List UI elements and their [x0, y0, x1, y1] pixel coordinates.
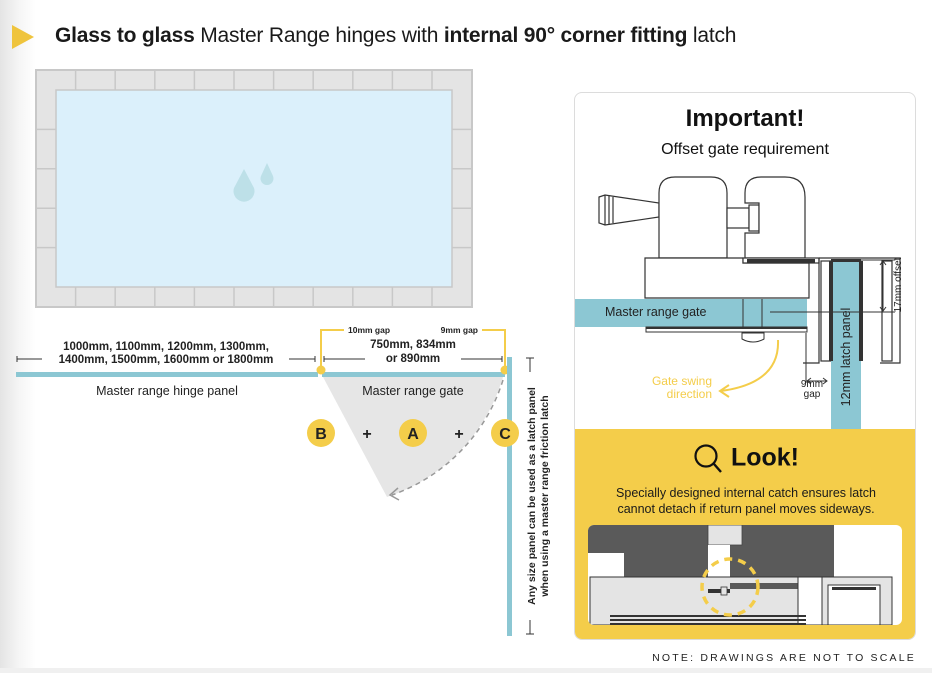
look-description: Specially designed internal catch ensure…	[585, 485, 907, 517]
look-description-line1: Specially designed internal catch ensure…	[616, 486, 876, 500]
gate-swing-arc	[391, 379, 504, 496]
gate-label: Master range gate	[362, 384, 463, 398]
look-panel: Look! Specially designed internal catch …	[575, 429, 915, 639]
latch-panel	[507, 357, 512, 636]
gap-dimension	[805, 333, 828, 385]
plus-sign: +	[454, 426, 463, 443]
swing-label-line2: direction	[667, 387, 712, 401]
latch-note-line2: when using a master range friction latch	[539, 395, 551, 597]
gap-label-line1: 9mm	[801, 379, 823, 390]
tile-grid	[36, 70, 472, 307]
gap-markers	[320, 329, 506, 369]
hinge-handle	[598, 194, 660, 226]
gate-sizes-line2: or 890mm	[386, 353, 440, 365]
latch-panel-dimension	[526, 357, 534, 635]
gate-panel	[322, 372, 505, 377]
title-regular-part-1: Master Range hinges with	[194, 24, 444, 47]
offset-label: 17mm offset	[893, 257, 904, 312]
look-title: Look!	[575, 443, 915, 475]
play-arrow-icon	[12, 25, 34, 49]
badge-b: B	[307, 419, 335, 447]
gasket	[747, 259, 815, 263]
bottom-clamp-bar	[646, 327, 807, 329]
latch-gasket-top	[831, 259, 861, 262]
gate-glass-label: Master range gate	[605, 305, 706, 319]
swing-direction-arrow	[720, 339, 780, 392]
scale-note: NOTE: DRAWINGS ARE NOT TO SCALE	[652, 652, 916, 664]
magnifier-icon	[694, 444, 722, 473]
look-title-text: Look!	[730, 443, 800, 472]
latch-note-line1: Any size panel can be used as a latch pa…	[526, 387, 538, 605]
latch-glass	[831, 261, 861, 429]
hinge-point-left	[316, 365, 326, 375]
svg-text:A: A	[407, 426, 419, 443]
catch-closeup-image	[588, 525, 902, 625]
card-title: Important!	[685, 105, 805, 132]
swing-arrow-head-icon	[718, 384, 730, 398]
catch-closeup-drawing	[588, 525, 893, 625]
title-regular-part-2: latch	[687, 24, 737, 47]
swing-label-line1: Gate swing	[652, 374, 712, 388]
offset-hinge-diagram: Master range gate 12mm latch panel 17mm …	[575, 176, 904, 429]
hinge-panel-sizes-line1: 1000mm, 1100mm, 1200mm, 1300mm,	[63, 341, 269, 353]
title-bold-part-2: internal 90° corner fitting	[443, 24, 688, 47]
gap-left-label: 10mm gap	[348, 325, 390, 335]
latch-gasket-left	[829, 261, 833, 361]
highlight-circle	[700, 557, 760, 617]
latch-gasket-right	[859, 261, 863, 361]
gap-right-label: 9mm gap	[441, 325, 478, 335]
svg-text:B: B	[315, 426, 327, 443]
svg-text:C: C	[499, 426, 511, 443]
offset-dimension	[770, 259, 895, 313]
bottom-screw	[741, 332, 765, 343]
hinge-panel-dimension	[16, 356, 316, 362]
badge-c: C	[491, 419, 519, 447]
gate-glass	[575, 299, 807, 327]
hinge-panel-sizes-line2: 1400mm, 1500mm, 1600mm or 1800mm	[59, 354, 274, 366]
plus-sign: +	[362, 426, 371, 443]
page-footer-band	[0, 668, 932, 673]
card-subtitle: Offset gate requirement	[661, 141, 829, 158]
hinge-body	[644, 176, 820, 299]
page-title: Glass to glass Master Range hinges with …	[55, 24, 736, 48]
latch-panel-label: 12mm latch panel	[839, 308, 853, 407]
badge-a: A	[399, 419, 427, 447]
swing-arrow-head-icon	[388, 487, 400, 501]
important-card: Important! Offset gate requirement	[574, 92, 916, 640]
pool-illustration: 1000mm, 1100mm, 1200mm, 1300mm, 1400mm, …	[16, 69, 551, 636]
water-drops-icon	[233, 163, 274, 202]
hinge-panel-label: Master range hinge panel	[96, 384, 238, 398]
title-bold-part-1: Glass to glass	[55, 24, 195, 47]
gate-sizes-line1: 750mm, 834mm	[370, 339, 456, 351]
gate-dimension	[323, 356, 503, 362]
gap-label-line2: gap	[804, 389, 821, 400]
look-description-line2: cannot detach if return panel moves side…	[617, 502, 875, 516]
hinge-panel	[16, 372, 318, 377]
